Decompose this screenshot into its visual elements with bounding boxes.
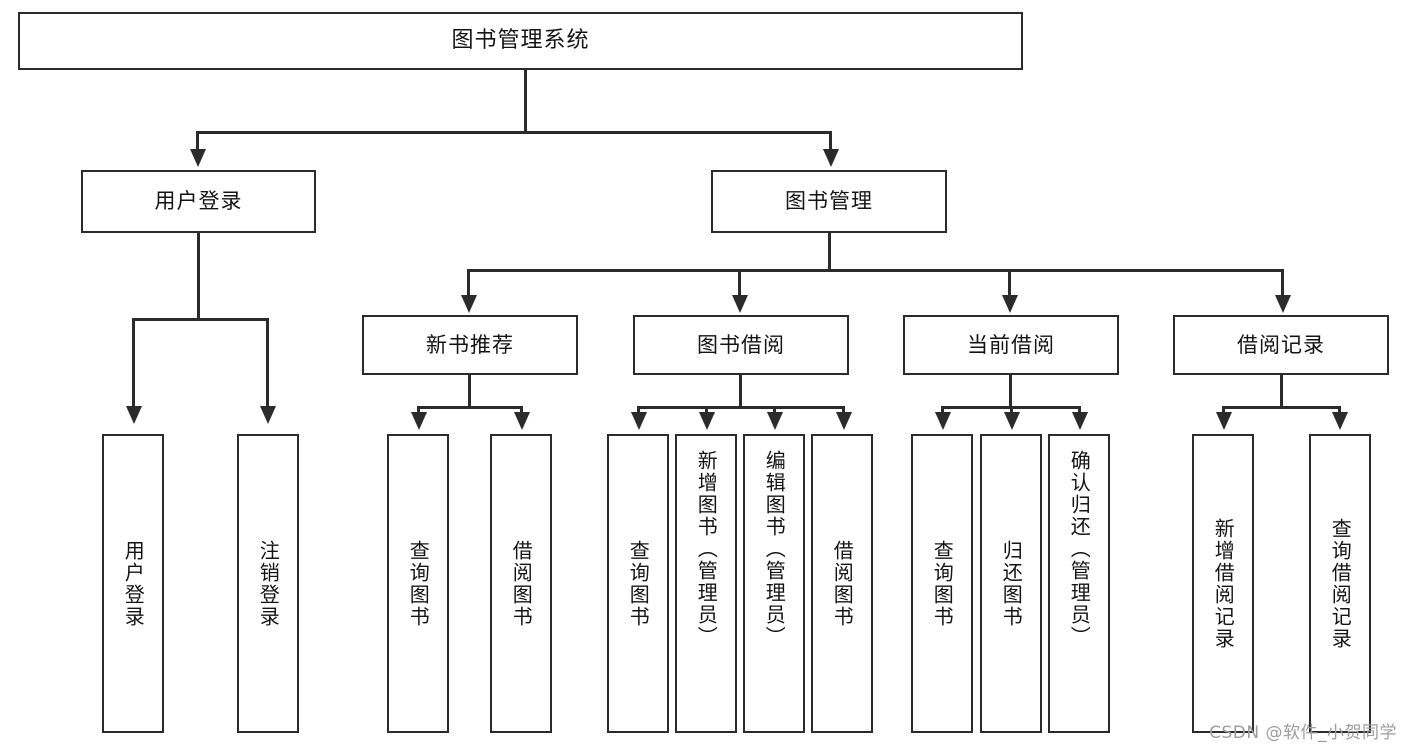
connector-root-stem [524,70,527,132]
connector-drop-leaf-logout [266,318,269,408]
leaf-query-book-recommend[interactable]: 查询图书 [387,434,449,733]
arrowhead-borrow-records-leaf-1 [1216,412,1232,430]
connector-current-borrow-stem [1009,375,1012,409]
node-user-login[interactable]: 用户登录 [81,170,316,233]
node-root-system[interactable]: 图书管理系统 [18,12,1023,70]
arrowhead-leaf-user-login [126,406,142,424]
connector-root-bus [196,131,832,134]
connector-drop-new-book-leaf-2 [520,406,523,414]
node-label: 当前借阅 [967,332,1055,357]
arrowhead-new-book [461,295,477,313]
leaf-add-book-admin[interactable]: 新增图书（管理员） [675,434,737,733]
connector-book-borrow-stem [739,375,742,409]
leaf-label: 新增图书（管理员） [694,450,719,648]
connector-drop-current-borrow-leaf-2 [1010,406,1013,414]
arrowhead-book-borrow-leaf-1 [631,412,647,430]
node-new-book-recommend[interactable]: 新书推荐 [362,315,578,375]
leaf-edit-book-admin[interactable]: 编辑图书（管理员） [743,434,805,733]
leaf-logout[interactable]: 注销登录 [237,434,299,733]
connector-drop-current-borrow-leaf-1 [941,406,944,414]
leaf-label: 确认归还（管理员） [1067,450,1092,648]
connector-new-book-bus [417,406,523,409]
leaf-label: 新增借阅记录 [1211,517,1236,650]
leaf-query-book-borrow[interactable]: 查询图书 [607,434,669,733]
leaf-label: 用户登录 [121,539,146,628]
connector-drop-new-book-leaf-1 [417,406,420,414]
connector-drop-book-borrow-leaf-3 [773,406,776,414]
arrowhead-book-borrow-leaf-4 [836,412,852,430]
leaf-label: 借阅图书 [509,539,534,628]
leaf-confirm-return-admin[interactable]: 确认归还（管理员） [1048,434,1110,733]
connector-drop-book-borrow-leaf-1 [637,406,640,414]
connector-drop-current-borrow-leaf-3 [1078,406,1081,414]
leaf-return-book[interactable]: 归还图书 [980,434,1042,733]
arrowhead-book-manage [823,149,839,167]
node-book-management[interactable]: 图书管理 [711,170,947,233]
arrowhead-borrow-records [1275,295,1291,313]
leaf-label: 查询图书 [930,539,955,628]
node-label: 新书推荐 [426,332,514,357]
node-borrow-records[interactable]: 借阅记录 [1173,315,1389,375]
connector-user-login-bus [132,318,269,321]
connector-drop-book-manage [829,131,832,151]
node-label: 借阅记录 [1237,332,1325,357]
connector-book-manage-stem [828,233,831,271]
leaf-borrow-book-recommend[interactable]: 借阅图书 [490,434,552,733]
arrowhead-current-borrow-leaf-3 [1072,412,1088,430]
connector-drop-borrow-records-leaf-1 [1222,406,1225,414]
node-label: 图书管理系统 [451,28,590,54]
node-current-borrow[interactable]: 当前借阅 [903,315,1119,375]
connector-drop-book-borrow [738,269,741,297]
leaf-label: 查询借阅记录 [1328,517,1353,650]
arrowhead-book-borrow-leaf-2 [699,412,715,430]
connector-drop-user-login [196,131,199,151]
connector-borrow-records-stem [1280,375,1283,409]
arrowhead-current-borrow-leaf-1 [935,412,951,430]
arrowhead-borrow-records-leaf-2 [1332,412,1348,430]
arrowhead-new-book-leaf-1 [411,412,427,430]
connector-drop-book-borrow-leaf-2 [705,406,708,414]
connector-level3-bus [467,269,1284,272]
node-label: 用户登录 [154,189,243,214]
leaf-label: 查询图书 [406,539,431,628]
arrowhead-leaf-logout [260,406,276,424]
connector-user-login-stem [197,233,200,320]
connector-drop-borrow-records-leaf-2 [1338,406,1341,414]
arrowhead-new-book-leaf-2 [514,412,530,430]
connector-drop-new-book [467,269,470,297]
arrowhead-user-login [190,149,206,167]
connector-borrow-records-bus [1222,406,1341,409]
connector-book-borrow-bus [637,406,845,409]
connector-drop-current-borrow [1008,269,1011,297]
leaf-user-login[interactable]: 用户登录 [102,434,164,733]
arrowhead-book-borrow-leaf-3 [767,412,783,430]
connector-drop-borrow-records [1281,269,1284,297]
leaf-query-borrow-record[interactable]: 查询借阅记录 [1309,434,1371,733]
leaf-label: 注销登录 [256,539,281,628]
arrowhead-current-borrow-leaf-2 [1004,412,1020,430]
leaf-label: 归还图书 [999,539,1024,628]
leaf-borrow-book[interactable]: 借阅图书 [811,434,873,733]
node-label: 图书借阅 [697,332,785,357]
arrowhead-book-borrow [732,295,748,313]
node-label: 图书管理 [785,189,873,214]
arrowhead-current-borrow [1002,295,1018,313]
leaf-label: 编辑图书（管理员） [762,450,787,648]
leaf-query-book-current[interactable]: 查询图书 [911,434,973,733]
connector-drop-leaf-user-login [132,318,135,408]
leaf-label: 借阅图书 [830,539,855,628]
leaf-add-borrow-record[interactable]: 新增借阅记录 [1192,434,1254,733]
connector-drop-book-borrow-leaf-4 [842,406,845,414]
node-book-borrow[interactable]: 图书借阅 [633,315,849,375]
connector-new-book-stem [468,375,471,409]
leaf-label: 查询图书 [626,539,651,628]
